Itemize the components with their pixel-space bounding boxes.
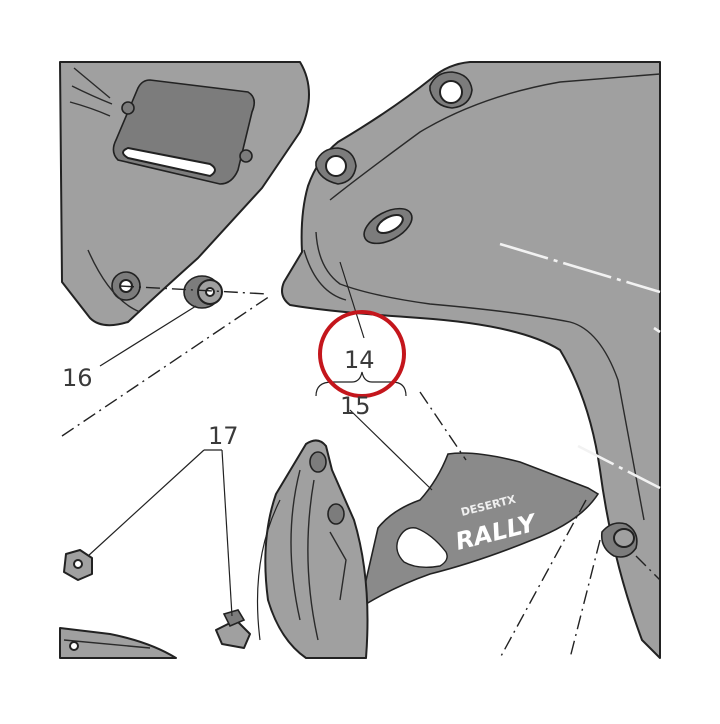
callout-14: 14 (344, 346, 375, 374)
callout-15: 15 (340, 392, 371, 420)
highlight-ring (318, 310, 406, 398)
callout-17: 17 (208, 422, 239, 450)
bottom-rail (59, 627, 177, 659)
leader-17-nut (87, 449, 205, 557)
hex-nut-part-17 (63, 549, 93, 581)
leader-17-screw (221, 449, 233, 617)
assembly-axis-right-lower (569, 539, 601, 659)
grommet-part-16 (183, 275, 223, 309)
leader-14 (339, 261, 365, 339)
rally-decal-part-15: DESERTX RALLY (361, 452, 600, 606)
assembly-axis-bottom (499, 499, 587, 659)
screw-part-17 (215, 609, 251, 649)
callout-16: 16 (62, 364, 93, 392)
assembly-axis-lower-right (635, 555, 661, 581)
tank-side-panel (281, 61, 661, 659)
left-side-panel (59, 61, 310, 327)
lower-trim-piece (256, 439, 369, 659)
leader-16 (99, 305, 197, 367)
rubber-bumper (600, 522, 638, 558)
assembly-axis-grommet (119, 285, 269, 295)
brace-bracket (315, 371, 407, 397)
leader-15 (349, 409, 433, 491)
assembly-axis-decal (419, 391, 467, 461)
assembly-axis-long (61, 295, 271, 437)
